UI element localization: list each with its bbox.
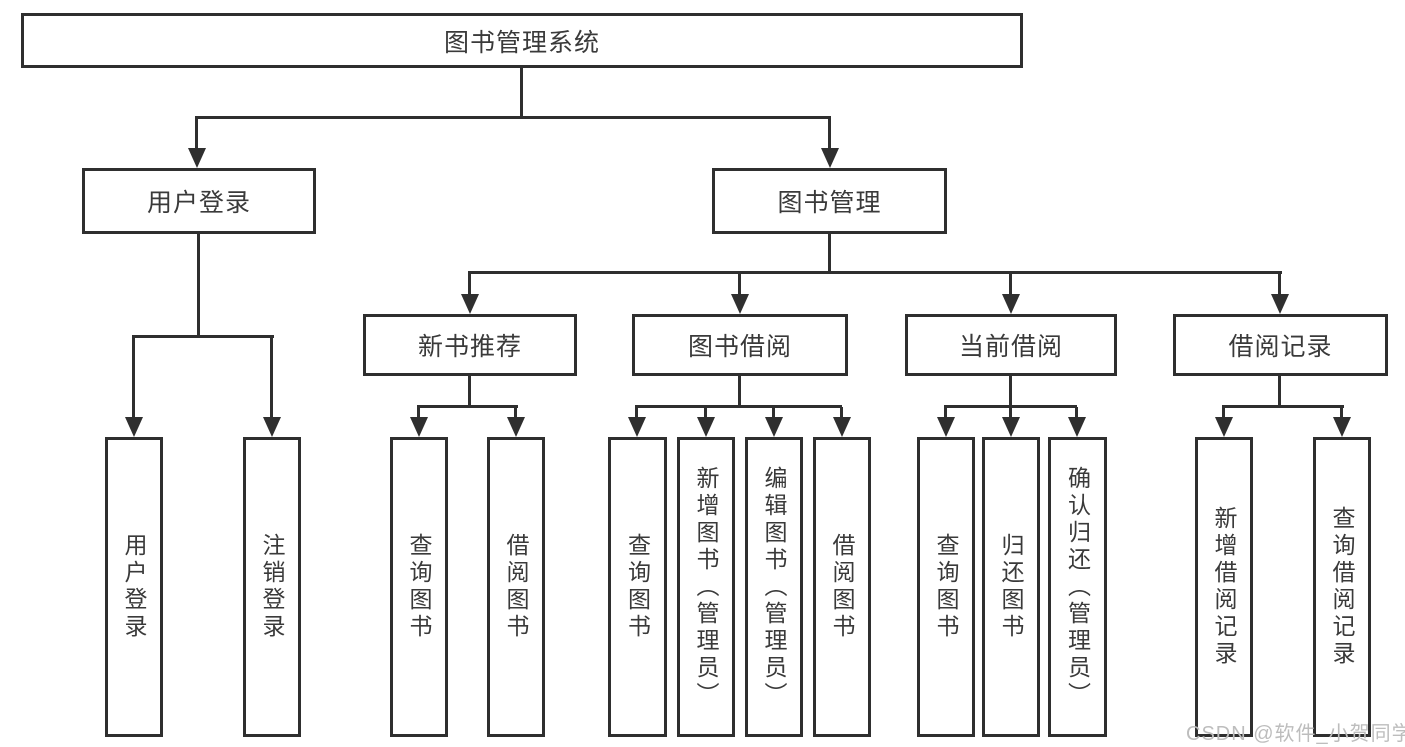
arrow-down-icon: [410, 417, 428, 437]
arrow-down-icon: [188, 148, 206, 168]
connector-line: [1075, 407, 1078, 421]
connector-line: [1278, 376, 1281, 408]
arrow-down-icon: [1002, 294, 1020, 314]
connector-line: [635, 407, 638, 421]
connector-line: [468, 376, 471, 408]
connector-line: [1222, 407, 1225, 421]
connector-line: [1009, 273, 1012, 298]
arrow-down-icon: [937, 417, 955, 437]
arrow-down-icon: [821, 148, 839, 168]
connector-line: [828, 234, 831, 274]
connector-line: [132, 335, 274, 338]
arrow-down-icon: [1215, 417, 1233, 437]
connector-line: [944, 405, 1077, 408]
connector-line: [195, 116, 831, 119]
connector-line: [738, 273, 741, 298]
connector-line: [520, 67, 523, 119]
connector-line: [772, 407, 775, 421]
leaf-borrow-book: 借阅图书: [813, 437, 871, 737]
connector-line: [738, 376, 741, 408]
arrow-down-icon: [833, 417, 851, 437]
leaf-edit-book-admin: 编辑图书（管理员）: [745, 437, 803, 737]
connector-line: [270, 337, 273, 421]
connector-line: [828, 118, 831, 154]
arrow-down-icon: [628, 417, 646, 437]
arrow-down-icon: [1068, 417, 1086, 437]
connector-line: [1009, 407, 1012, 421]
connector-line: [468, 273, 471, 298]
connector-line: [132, 337, 135, 421]
connector-line: [197, 234, 200, 338]
arrow-down-icon: [1333, 417, 1351, 437]
connector-line: [840, 407, 843, 421]
arrow-down-icon: [125, 417, 143, 437]
leaf-query-book-recommend: 查询图书: [390, 437, 448, 737]
leaf-query-book-current: 查询图书: [917, 437, 975, 737]
connector-line: [417, 405, 518, 408]
node-current-borrow: 当前借阅: [905, 314, 1117, 376]
connector-line: [417, 407, 420, 421]
arrow-down-icon: [263, 417, 281, 437]
connector-line: [468, 271, 1282, 274]
csdn-watermark: CSDN @软件_小贺同学: [1186, 723, 1405, 745]
arrow-down-icon: [507, 417, 525, 437]
leaf-confirm-return-admin: 确认归还（管理员）: [1048, 437, 1107, 737]
leaf-borrow-book-recommend: 借阅图书: [487, 437, 545, 737]
connector-line: [514, 407, 517, 421]
node-root-system: 图书管理系统: [21, 13, 1023, 68]
arrow-down-icon: [1002, 417, 1020, 437]
connector-line: [944, 407, 947, 421]
arrow-down-icon: [697, 417, 715, 437]
node-book-borrow: 图书借阅: [632, 314, 848, 376]
leaf-query-borrow-record: 查询借阅记录: [1313, 437, 1371, 737]
leaf-return-book: 归还图书: [982, 437, 1040, 737]
connector-line: [1222, 405, 1344, 408]
leaf-logout-login: 注销登录: [243, 437, 301, 737]
node-borrow-record: 借阅记录: [1173, 314, 1388, 376]
connector-line: [1009, 376, 1012, 408]
leaf-user-login: 用户登录: [105, 437, 163, 737]
arrow-down-icon: [461, 294, 479, 314]
connector-line: [195, 118, 198, 154]
arrow-down-icon: [731, 294, 749, 314]
node-user-login: 用户登录: [82, 168, 316, 234]
node-book-management: 图书管理: [712, 168, 947, 234]
leaf-query-book-borrow: 查询图书: [608, 437, 667, 737]
arrow-down-icon: [765, 417, 783, 437]
connector-line: [704, 407, 707, 421]
node-new-book-recommend: 新书推荐: [363, 314, 577, 376]
leaf-add-book-admin: 新增图书（管理员）: [677, 437, 735, 737]
leaf-add-borrow-record: 新增借阅记录: [1195, 437, 1253, 737]
connector-line: [1278, 273, 1281, 298]
arrow-down-icon: [1271, 294, 1289, 314]
connector-line: [635, 405, 842, 408]
connector-line: [1340, 407, 1343, 421]
